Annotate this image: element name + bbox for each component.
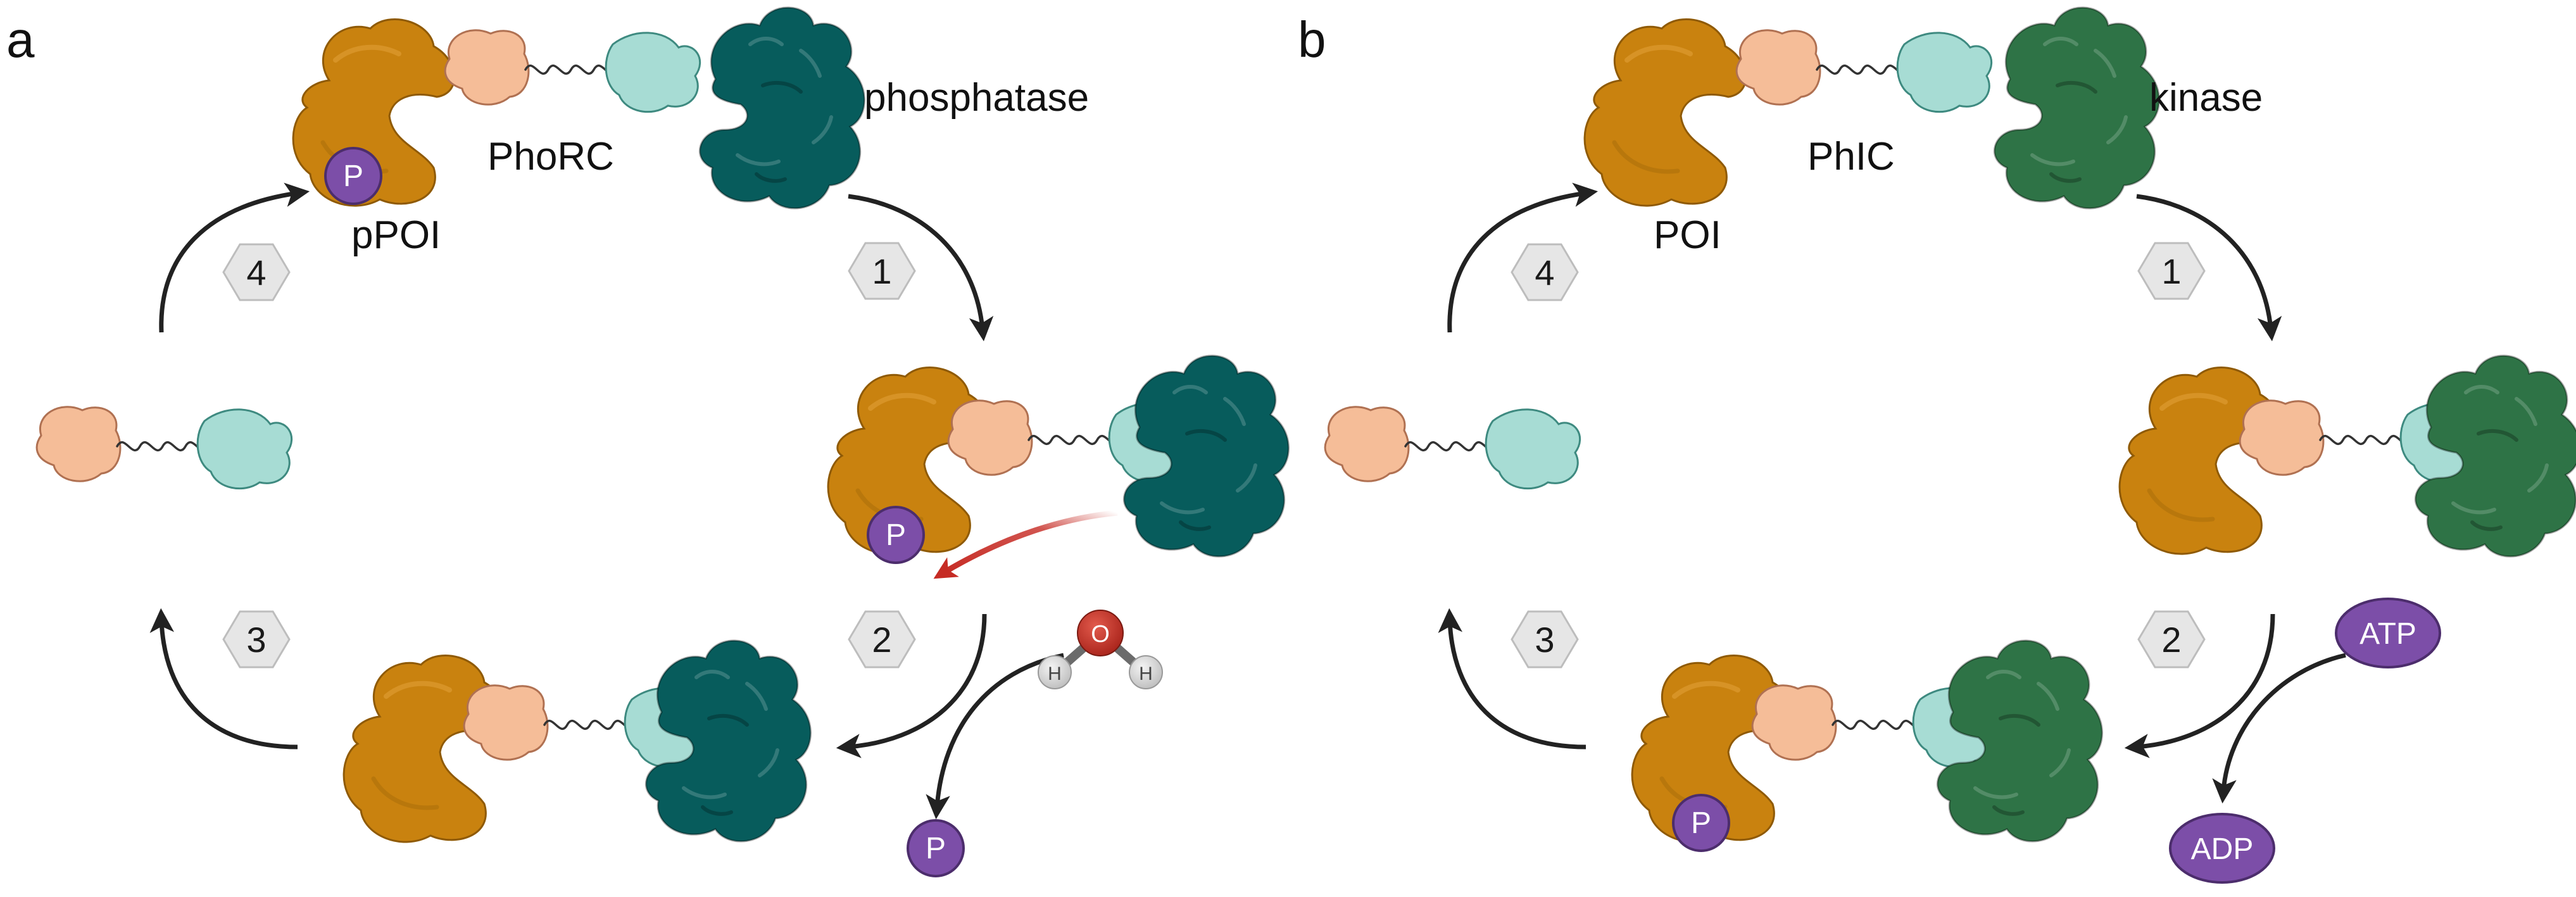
panel-a-target-label: pPOI (351, 213, 441, 257)
panel-a-released-phosphate: P (907, 819, 965, 877)
panel-b-kinase-top (1994, 8, 2159, 208)
svg-text:1: 1 (872, 251, 891, 291)
svg-text:P: P (886, 518, 906, 552)
panel-a-phosphate-top: P (324, 147, 382, 205)
panel-b-step2-badge: 2 (2137, 610, 2206, 668)
panel-a-arrow-step4 (159, 182, 310, 333)
svg-text:1: 1 (2161, 251, 2181, 291)
panel-b-phosphate-bottom: P (1672, 794, 1730, 852)
panel-b-atp-arrow (2212, 653, 2346, 804)
panel-a-arrow-step2 (836, 613, 987, 758)
panel-a-phorc-top (444, 29, 701, 113)
svg-text:3: 3 (1535, 620, 1554, 660)
panel-a-letter: a (6, 11, 35, 68)
panel-b-phic-free (1324, 406, 1581, 490)
panel-b-poi-top (1585, 19, 1746, 206)
svg-text:H: H (1139, 663, 1153, 684)
panel-b-arrow-step1 (2136, 194, 2282, 342)
panel-b-arrow-step4 (1447, 182, 1599, 333)
panel-b-letter: b (1298, 11, 1326, 68)
svg-text:O: O (1091, 621, 1110, 648)
panel-b-step3-badge: 3 (1511, 610, 1579, 668)
panel-a-step3-badge: 3 (222, 610, 291, 668)
svg-text:4: 4 (1535, 253, 1554, 292)
panel-a-step1-badge: 1 (848, 242, 916, 300)
atp-badge: ATP (2335, 598, 2441, 668)
svg-text:H: H (1048, 663, 1062, 684)
panel-b-arrow-step3 (1438, 608, 1586, 750)
panel-a-phorc-free (35, 406, 293, 490)
panel-a-phosphate-right: P (867, 506, 925, 564)
panel-a-arrow-step3 (149, 608, 298, 750)
panel-b-step4-badge: 4 (1511, 243, 1579, 301)
panel-b-step1-badge: 1 (2137, 242, 2206, 300)
panel-b-phic-top (1735, 29, 1993, 113)
water-molecule: O H H (1038, 610, 1163, 689)
panel-a-enzyme-label: phosphatase (864, 76, 1089, 120)
svg-text:3: 3 (246, 620, 266, 660)
panel-a-step4-badge: 4 (222, 243, 291, 301)
water-hydrogen-left (1038, 655, 1072, 689)
panel-a-water-arrow (926, 653, 1064, 820)
svg-text:4: 4 (246, 253, 266, 292)
svg-text:2: 2 (872, 620, 891, 660)
panel-a-arrow-step1 (848, 194, 994, 342)
panel-b-enzyme-label: kinase (2149, 76, 2263, 120)
water-hydrogen-right (1129, 655, 1163, 689)
adp-badge: ADP (2169, 813, 2275, 884)
panel-a-complex-label: PhoRC (487, 135, 614, 179)
panel-b: b PhIC kinase POI 1 (1298, 8, 2576, 884)
panel-a: a P PhoRC phosphatase pPOI 1 (6, 8, 1289, 877)
svg-text:P: P (926, 832, 946, 865)
panel-a-dephosphorylation-arrow (933, 510, 1118, 579)
svg-text:P: P (1691, 806, 1711, 840)
panel-a-phosphatase-top (700, 8, 864, 208)
panel-a-step2-badge: 2 (848, 610, 916, 668)
water-oxygen (1077, 610, 1124, 656)
panel-b-target-label: POI (1654, 213, 1721, 257)
svg-text:ATP: ATP (2359, 617, 2416, 651)
svg-text:P: P (343, 160, 363, 193)
svg-text:2: 2 (2161, 620, 2181, 660)
panel-b-complex-label: PhIC (1807, 135, 1895, 179)
panel-a-poi-bottom (344, 655, 505, 842)
panel-b-arrow-step2 (2124, 613, 2275, 758)
svg-text:ADP: ADP (2191, 832, 2254, 866)
